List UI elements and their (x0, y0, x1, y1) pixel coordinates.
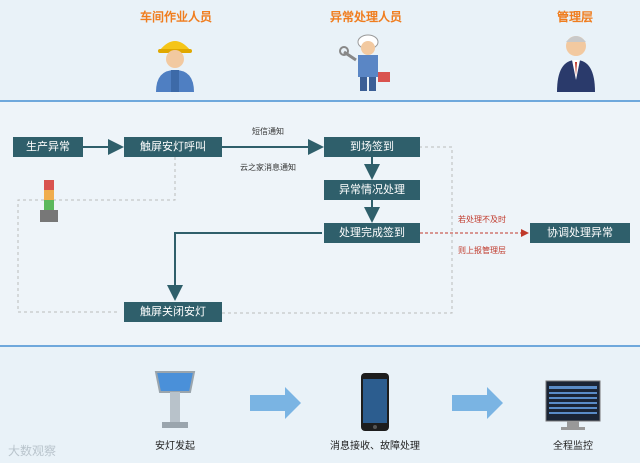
box-coordinate-exception: 协调处理异常 (530, 223, 630, 243)
roles-band (0, 0, 640, 100)
box-touch-close-andon: 触屏关闭安灯 (124, 302, 222, 322)
andon-light-icon (40, 180, 58, 222)
label-full-monitor: 全程监控 (553, 441, 593, 452)
label-report-management: 则上报管理层 (458, 246, 506, 255)
role-management-title: 管理层 (556, 10, 593, 24)
label-sms-notice: 短信通知 (252, 127, 284, 136)
role-workshop-title: 车间作业人员 (139, 10, 212, 24)
box-exception-handling: 异常情况处理 (324, 180, 420, 200)
label-cloud-notice: 云之家消息通知 (240, 163, 296, 172)
kiosk-terminal-icon (154, 371, 196, 428)
label-if-not-timely: 若处理不及时 (458, 215, 506, 224)
monitor-dashboard-icon (545, 380, 601, 430)
box-touch-andon-call: 触屏安灯呼叫 (124, 137, 222, 157)
label-andon-launch: 安灯发起 (155, 441, 195, 452)
divider-bottom (0, 345, 640, 347)
worker-hardhat-icon (156, 41, 194, 92)
label-msg-receive: 消息接收、故障处理 (330, 441, 420, 452)
devices-band (0, 347, 640, 463)
box-handling-complete-sign: 处理完成签到 (324, 223, 420, 243)
repairman-icon (339, 34, 390, 91)
smartphone-icon (361, 373, 389, 431)
role-handler-title: 异常处理人员 (329, 10, 402, 24)
watermark-logo: 大数观察 (8, 444, 57, 458)
manager-icon (557, 36, 595, 92)
divider-top (0, 100, 640, 102)
box-production-exception: 生产异常 (13, 137, 83, 157)
box-arrive-sign-in: 到场签到 (324, 137, 420, 157)
